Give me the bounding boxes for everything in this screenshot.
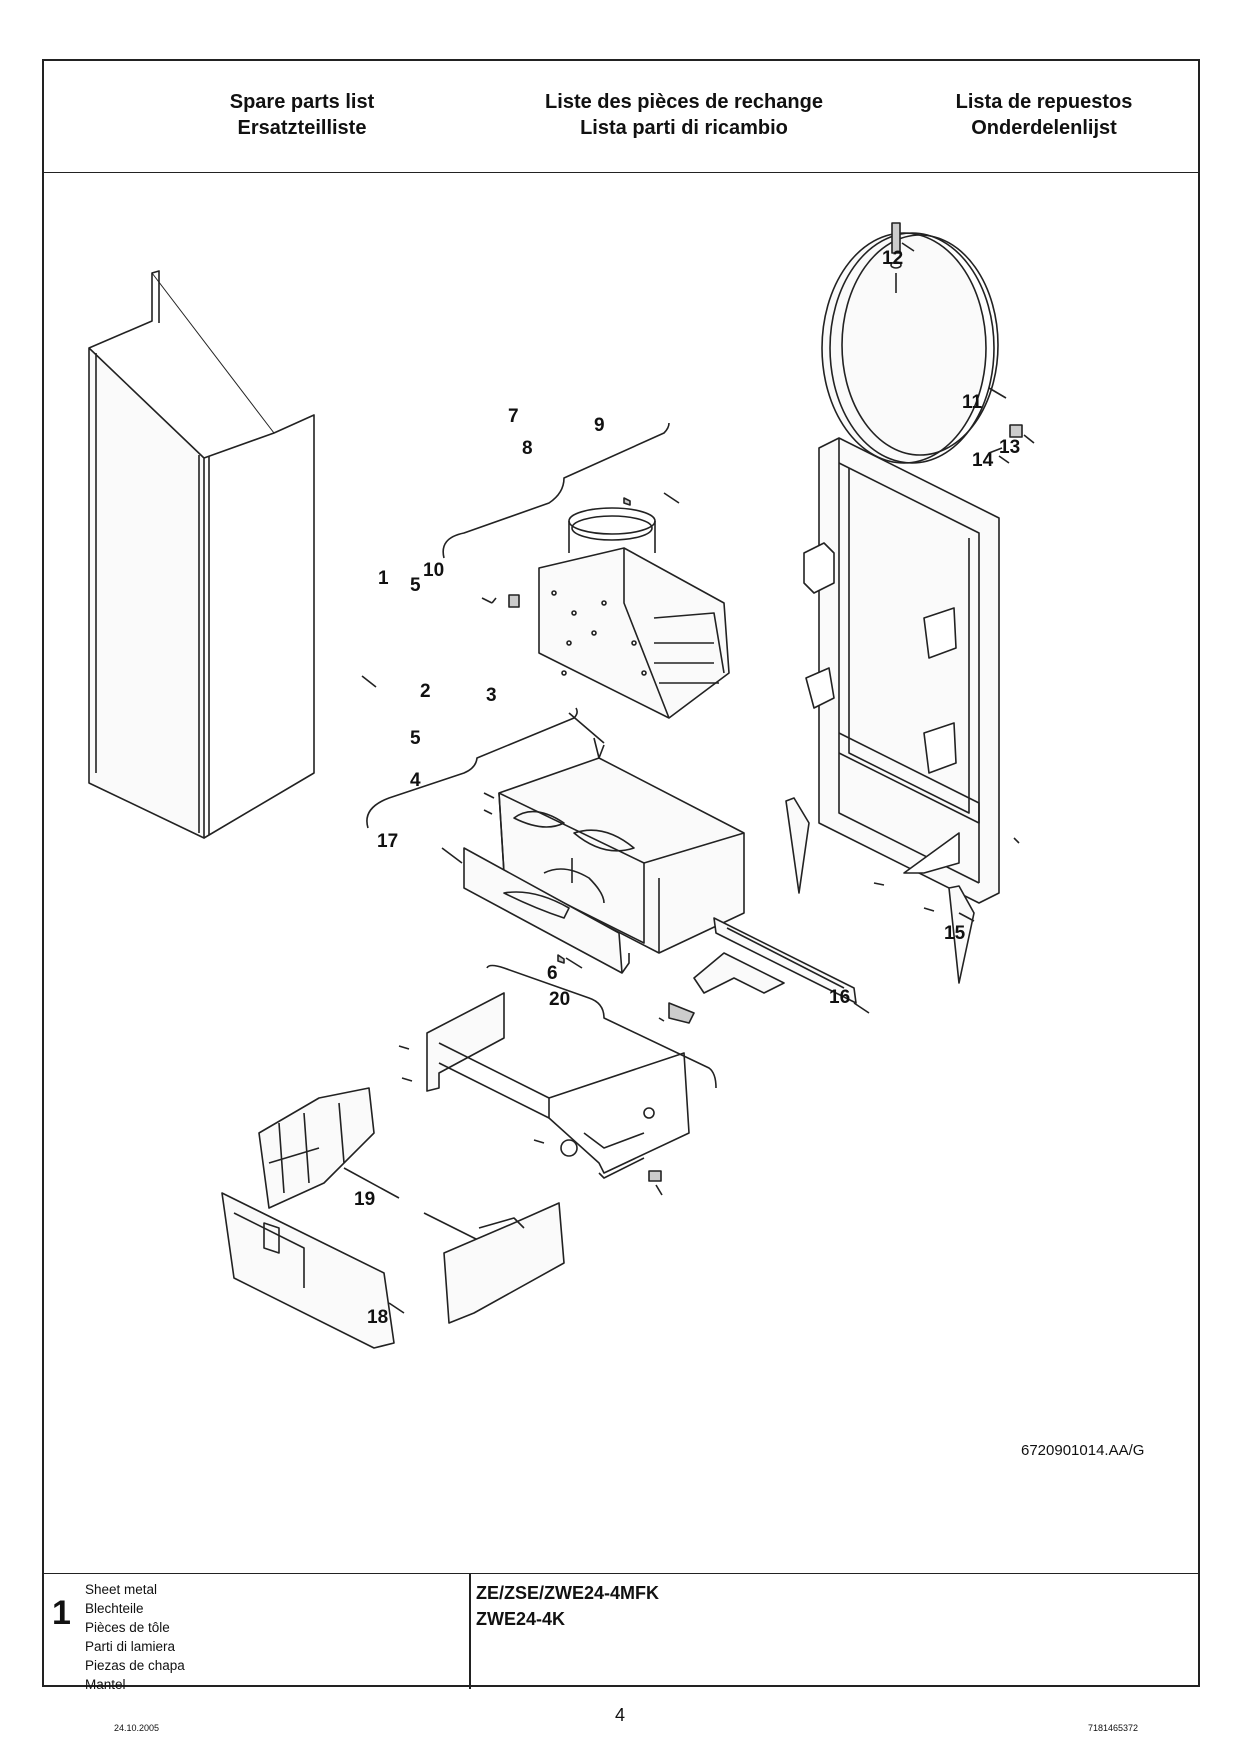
- control-frame: [426, 992, 690, 1179]
- callout-14: 14: [972, 450, 994, 471]
- leader-19: [343, 1167, 485, 1244]
- callout-19: 19: [354, 1189, 376, 1210]
- burner-plate: [463, 847, 630, 974]
- callout-9: 9: [594, 415, 605, 436]
- callout-10: 10: [423, 560, 445, 581]
- callout-2: 2: [420, 681, 431, 702]
- section-number: 1: [52, 1594, 71, 1632]
- desc-blechteile: Blechteile: [85, 1601, 144, 1616]
- bracket-20: [486, 964, 717, 1089]
- callout-12: 12: [882, 248, 904, 269]
- title-lista-parti: Lista parti di ricambio: [580, 117, 788, 139]
- title-spanish-dutch: Lista de repuestos Onderdelenlijst: [914, 89, 1174, 141]
- title-header: Spare parts list Ersatzteilliste Liste d…: [44, 61, 1198, 173]
- document-number: 7181465372: [1088, 1723, 1139, 1733]
- leader-3: [568, 712, 605, 744]
- leader-1: [361, 675, 377, 688]
- model-2: ZWE24-4K: [476, 1609, 566, 1629]
- control-housing: [258, 1087, 375, 1209]
- screw-14: [988, 434, 1035, 464]
- desc-sheet-metal: Sheet metal: [85, 1582, 158, 1597]
- leader-15: [958, 912, 975, 922]
- desc-mantel: Mantel: [85, 1677, 126, 1692]
- leader-16: [853, 1002, 870, 1014]
- screws-20: [398, 1045, 663, 1196]
- bracket-15-left: [785, 797, 810, 894]
- screw-5-top: [481, 597, 497, 604]
- expansion-vessel: [821, 222, 999, 464]
- title-lista-de-repuestos: Lista de repuestos: [955, 91, 1133, 113]
- callout-16: 16: [829, 987, 851, 1008]
- bracket-15-right: [948, 885, 975, 984]
- rail-bracket: [668, 917, 857, 1024]
- callout-18: 18: [367, 1307, 389, 1328]
- title-ersatzteilliste: Ersatzteilliste: [237, 117, 367, 139]
- callout-5-top: 5: [410, 575, 421, 596]
- leader-12: [901, 242, 915, 252]
- callout-7: 7: [508, 406, 519, 427]
- screw-5-mid: [483, 809, 493, 815]
- title-english-german: Spare parts list Ersatzteilliste: [172, 89, 432, 141]
- clip-13: [1009, 424, 1023, 438]
- clip-20: [648, 1170, 662, 1182]
- drawing-code: 6720901014.AA/G: [1021, 1442, 1145, 1459]
- bracket-2: [366, 707, 578, 829]
- page-number: 4: [614, 1705, 625, 1725]
- callout-13: 13: [999, 437, 1021, 458]
- callout-1: 1: [378, 568, 389, 589]
- screws-15: [873, 837, 1020, 912]
- callout-11: 11: [962, 392, 983, 413]
- callout-4: 4: [410, 770, 421, 791]
- fan-hood: [538, 507, 730, 719]
- exploded-view-svg: [88, 222, 1035, 1349]
- leader-6: [565, 957, 583, 969]
- footer-divider: [469, 1574, 471, 1689]
- screw-16: [658, 1017, 665, 1022]
- leader-4: [483, 792, 495, 799]
- callout-3: 3: [486, 685, 497, 706]
- callout-15: 15: [944, 923, 966, 944]
- title-onderdelenlijst: Onderdelenlijst: [971, 117, 1117, 139]
- page-frame: Spare parts list Ersatzteilliste Liste d…: [42, 59, 1200, 1692]
- screw-9: [623, 497, 631, 506]
- callout-8: 8: [522, 438, 533, 459]
- desc-parti-di-lamiera: Parti di lamiera: [85, 1639, 176, 1654]
- document-date: 24.10.2005: [114, 1723, 160, 1733]
- bracket-7: [442, 422, 670, 559]
- desc-pieces-de-tole: Pièces de tôle: [85, 1620, 170, 1635]
- nut-10: [508, 594, 520, 608]
- callout-6: 6: [547, 963, 558, 984]
- leader-17: [441, 847, 463, 864]
- casing-panel: [88, 270, 315, 839]
- desc-piezas-de-chapa: Piezas de chapa: [85, 1658, 185, 1673]
- leader-11: [988, 387, 1007, 399]
- footer-block: 1 Sheet metal Blechteile Pièces de tôle …: [44, 1573, 1198, 1692]
- title-french-italian: Liste des pièces de rechange Lista parti…: [484, 89, 884, 141]
- mounting-frame: [803, 437, 1000, 904]
- section-descriptions: Sheet metal Blechteile Pièces de tôle Pa…: [85, 1580, 185, 1694]
- model-list: ZE/ZSE/ZWE24-4MFK ZWE24-4K: [476, 1580, 659, 1632]
- model-1: ZE/ZSE/ZWE24-4MFK: [476, 1583, 660, 1603]
- leader-18: [388, 1302, 405, 1314]
- title-spare-parts-list: Spare parts list: [229, 91, 375, 113]
- leader-9: [663, 492, 680, 504]
- exploded-view-drawing: 12 11 13 14 7 9 8 1 10 5 2 3 5 4 17 6 20…: [44, 173, 1198, 1573]
- screw-6: [557, 954, 565, 964]
- callout-20: 20: [549, 989, 571, 1010]
- title-liste-des-pieces: Liste des pièces de rechange: [545, 91, 823, 113]
- callout-5-mid: 5: [410, 728, 421, 749]
- front-control-cover: [221, 1192, 565, 1349]
- callout-17: 17: [377, 831, 399, 852]
